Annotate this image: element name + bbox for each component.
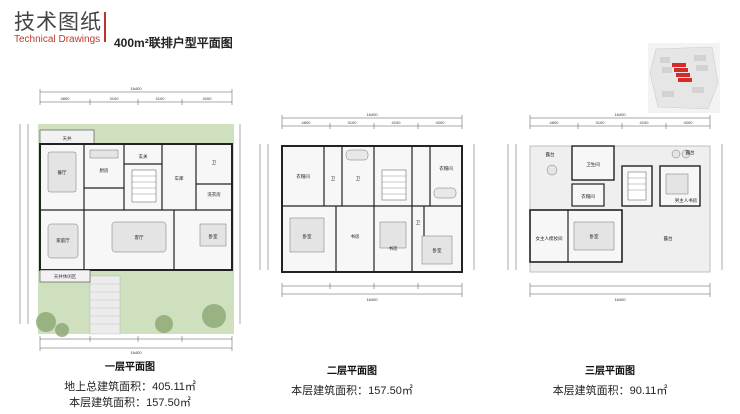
dim-label: 16400 bbox=[614, 112, 626, 117]
dim-label: 4100 bbox=[392, 120, 402, 125]
room-label: 卧室 bbox=[209, 233, 218, 240]
second-floor-plan: 4800 3100 4100 4200 16400 16400 bbox=[252, 110, 482, 310]
room-label: 露台 bbox=[664, 235, 673, 242]
first-floor-caption: 一层平面图 地上总建筑面积：405.11㎡ 本层建筑面积：157.50㎡ bbox=[30, 358, 230, 410]
room-label: 天井 bbox=[63, 135, 72, 142]
floor-title: 三层平面图 bbox=[585, 366, 635, 377]
dim-label: 16400 bbox=[130, 350, 142, 354]
room-label: 卧室 bbox=[433, 247, 442, 254]
room-label: 卫 bbox=[212, 160, 217, 165]
floor-area-line: 地上总建筑面积：405.11㎡ bbox=[64, 381, 196, 393]
room-label: 露台 bbox=[686, 149, 695, 156]
room-label: 衣帽间 bbox=[439, 165, 453, 172]
floor-title: 二层平面图 bbox=[327, 366, 377, 377]
room-label: 书房 bbox=[389, 245, 398, 252]
room-label: 洗衣房 bbox=[207, 191, 221, 198]
room-label: 女主人梳妆间 bbox=[536, 235, 563, 242]
dim-label: 4800 bbox=[61, 96, 71, 101]
third-floor-plan: 4800 3100 4100 4200 16400 16400 露台 卫生间 bbox=[500, 110, 730, 310]
room-label: 家庭厅 bbox=[56, 237, 70, 244]
room-label: 露台 bbox=[546, 151, 555, 158]
dim-label: 16400 bbox=[366, 297, 378, 302]
dim-label: 4800 bbox=[302, 120, 312, 125]
header-divider bbox=[104, 12, 106, 42]
section-subtitle: Technical Drawings bbox=[14, 34, 101, 45]
room-label: 男主人书房 bbox=[675, 197, 698, 204]
dim-label: 4200 bbox=[436, 120, 446, 125]
floor-area-line: 本层建筑面积：157.50㎡ bbox=[291, 385, 413, 397]
dim-label: 4200 bbox=[684, 120, 694, 125]
dim-label: 16400 bbox=[130, 86, 142, 91]
dim-label: 4100 bbox=[156, 96, 166, 101]
dim-label: 4200 bbox=[203, 96, 213, 101]
second-floor-caption: 二层平面图 本层建筑面积：157.50㎡ bbox=[262, 362, 442, 398]
room-label: 客厅 bbox=[135, 234, 144, 241]
room-label: 厨房 bbox=[100, 167, 109, 174]
room-label: 天井休闲区 bbox=[54, 273, 77, 280]
room-label: 卧室 bbox=[303, 233, 312, 240]
dim-label: 16400 bbox=[614, 297, 626, 302]
plan-heading: 400m²联排户型平面图 bbox=[114, 36, 233, 50]
dim-label: 3100 bbox=[110, 96, 120, 101]
floor-area-line: 本层建筑面积：157.50㎡ bbox=[69, 397, 191, 409]
room-label: 卫 bbox=[356, 176, 361, 181]
room-label: 车库 bbox=[175, 175, 184, 182]
floor-title: 一层平面图 bbox=[105, 362, 155, 373]
dim-label: 4800 bbox=[550, 120, 560, 125]
room-label: 玄关 bbox=[139, 153, 148, 160]
room-label: 衣帽间 bbox=[296, 173, 310, 180]
room-label: 卫 bbox=[416, 220, 421, 225]
floor-area-line: 本层建筑面积：90.11㎡ bbox=[552, 385, 668, 397]
room-label: 餐厅 bbox=[58, 169, 67, 176]
dim-label: 4100 bbox=[640, 120, 650, 125]
room-label: 书房 bbox=[351, 233, 360, 240]
site-location-map bbox=[648, 43, 720, 113]
room-label: 衣帽间 bbox=[581, 193, 595, 200]
third-floor-caption: 三层平面图 本层建筑面积：90.11㎡ bbox=[520, 362, 700, 398]
dim-label: 3100 bbox=[348, 120, 358, 125]
first-floor-plan: 4800 3100 4100 4200 16400 16400 天井 bbox=[14, 84, 250, 354]
dim-label: 16400 bbox=[366, 112, 378, 117]
dim-label: 3100 bbox=[596, 120, 606, 125]
room-label: 卫 bbox=[331, 176, 336, 181]
room-label: 卧室 bbox=[590, 233, 599, 240]
room-label: 卫生间 bbox=[586, 161, 600, 168]
section-title: 技术图纸 bbox=[14, 11, 102, 34]
